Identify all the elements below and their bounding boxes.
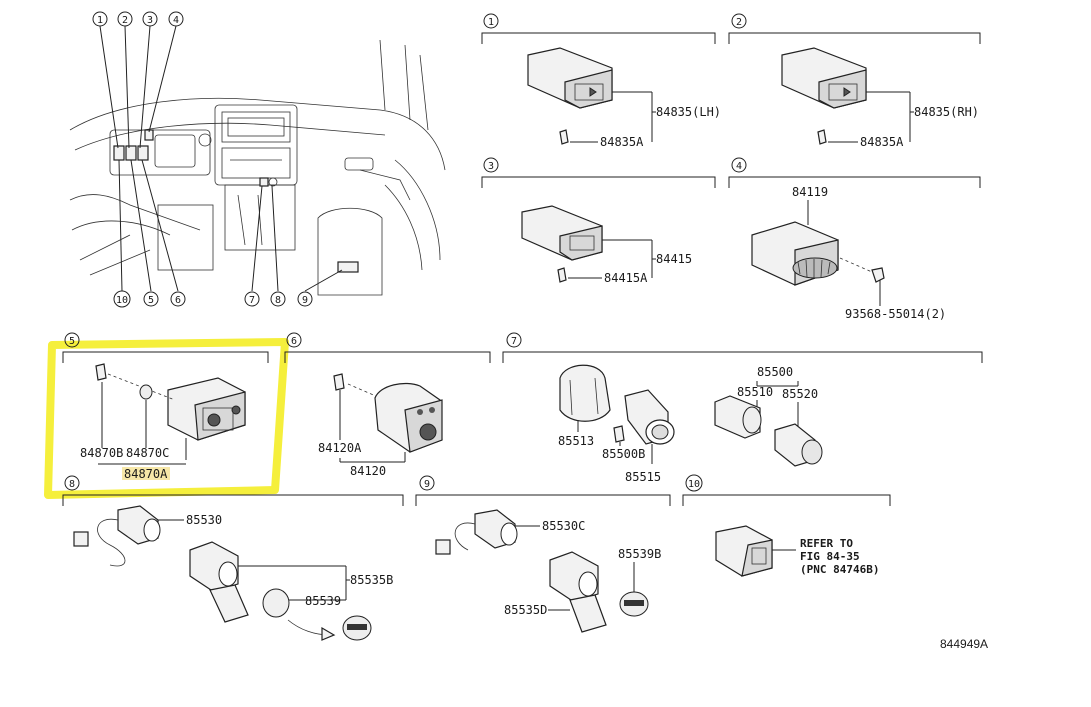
label-85500: 85500 [757, 365, 793, 379]
socket-85535d-icon [549, 551, 607, 633]
label-85530c: 85530C [542, 519, 585, 533]
callout-6: 6 [170, 291, 186, 307]
socket-85535b-icon [189, 541, 249, 623]
svg-text:3: 3 [488, 161, 494, 172]
socket-85513-icon [559, 364, 611, 422]
label-85539: 85539 [305, 594, 341, 608]
label-85535b: 85535B [350, 573, 393, 587]
label-84120a: 84120A [318, 441, 362, 455]
label-84415a: 84415A [604, 271, 648, 285]
lighter-85520-icon [774, 423, 823, 467]
callout-3: 3 [142, 11, 158, 27]
label-85535d: 85535D [504, 603, 547, 617]
svg-text:9: 9 [302, 295, 308, 306]
socket-85530c-icon [435, 509, 518, 555]
callout-5: 5 [143, 291, 159, 307]
label-93568: 93568-55014(2) [845, 307, 946, 321]
socket-85515-icon [624, 389, 675, 445]
svg-text:8: 8 [275, 295, 281, 306]
svg-text:3: 3 [147, 15, 153, 26]
svg-text:1: 1 [97, 15, 103, 26]
label-84870c: 84870C [126, 446, 169, 460]
lighter-85510-icon [714, 395, 762, 439]
label-84835-lh: 84835(LH) [656, 105, 721, 119]
svg-text:4: 4 [173, 15, 179, 26]
svg-text:8: 8 [69, 479, 75, 490]
callout-7: 7 [244, 291, 260, 307]
switch-84415-icon [521, 205, 603, 261]
svg-text:7: 7 [249, 295, 255, 306]
svg-text:10: 10 [688, 479, 700, 490]
dashboard-overview: 1 2 3 4 10 5 6 7 8 9 [69, 11, 446, 308]
label-85510: 85510 [737, 385, 773, 399]
svg-text:2: 2 [736, 17, 742, 28]
cap-85539-top-icon [342, 615, 372, 641]
label-85530: 85530 [186, 513, 222, 527]
section-7: 7 85513 85500B 85515 85500 85510 85520 [502, 332, 983, 484]
cap-85539b-icon [619, 591, 649, 617]
dimmer-84119-icon [751, 221, 839, 286]
label-84870a: 84870A [124, 467, 168, 481]
svg-text:4: 4 [736, 161, 742, 172]
switch-84746b-icon [715, 525, 773, 577]
label-85539b: 85539B [618, 547, 661, 561]
label-84835-rh: 84835(RH) [914, 105, 979, 119]
label-84870b: 84870B [80, 446, 123, 460]
refer-line-1: REFER TO [800, 537, 853, 550]
svg-text:1: 1 [488, 17, 494, 28]
callout-9: 9 [297, 291, 313, 307]
section-5: 5 84870B 84870C 84870A [44, 332, 289, 499]
label-84835a-rh: 84835A [860, 135, 904, 149]
callout-8: 8 [270, 291, 286, 307]
switch-84835-lh-icon [527, 47, 613, 109]
svg-text:9: 9 [424, 479, 430, 490]
svg-text:2: 2 [122, 15, 128, 26]
callout-4: 4 [168, 11, 184, 27]
section-2: 2 84835(RH) 84835A [728, 13, 981, 149]
socket-85530-icon [73, 505, 161, 567]
section-1: 1 84835(LH) 84835A [481, 13, 721, 149]
label-84835a-lh: 84835A [600, 135, 644, 149]
svg-text:6: 6 [175, 295, 181, 306]
label-85500b: 85500B [602, 447, 645, 461]
label-85520: 85520 [782, 387, 818, 401]
label-84415: 84415 [656, 252, 692, 266]
refer-line-3: (PNC 84746B) [800, 563, 879, 576]
svg-text:7: 7 [511, 336, 517, 347]
switch-84120-icon [374, 382, 443, 453]
callout-1: 1 [92, 11, 108, 27]
section-9: 9 85530C 85535D 85539B [415, 475, 671, 633]
label-84119: 84119 [792, 185, 828, 199]
section-10: 10 REFER TO FIG 84-35 (PNC 84746B) [682, 474, 891, 577]
label-85515: 85515 [625, 470, 661, 484]
label-85513: 85513 [558, 434, 594, 448]
highlight-marker [44, 338, 289, 499]
label-84120: 84120 [350, 464, 386, 478]
section-4: 4 84119 93568-55014(2) [728, 157, 981, 321]
svg-text:5: 5 [148, 295, 154, 306]
section-3: 3 84415 84415A [481, 157, 716, 285]
refer-line-2: FIG 84-35 [800, 550, 860, 563]
svg-text:5: 5 [69, 336, 75, 347]
diagram-code: 844949A [940, 637, 988, 651]
switch-84870-icon [167, 377, 246, 441]
svg-text:10: 10 [116, 295, 128, 306]
callout-10: 10 [113, 290, 131, 308]
svg-text:6: 6 [291, 336, 297, 347]
section-6: 6 84120A 84120 [284, 332, 491, 478]
callout-2: 2 [117, 11, 133, 27]
section-8: 8 85530 85535B 85539 [62, 475, 404, 641]
switch-84835-rh-icon [781, 47, 867, 109]
